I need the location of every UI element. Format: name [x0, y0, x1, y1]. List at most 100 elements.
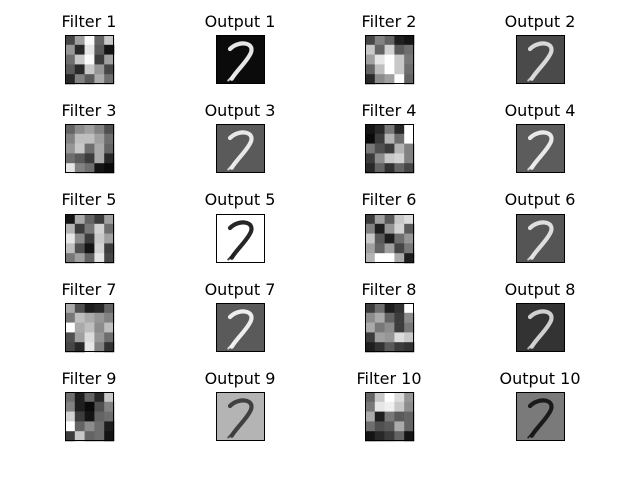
heatmap-cell: [74, 163, 85, 174]
digit-tail: [527, 431, 535, 439]
panel-title: Output 9: [205, 369, 276, 388]
heatmap-cell: [84, 322, 95, 333]
heatmap-cell: [374, 411, 385, 422]
heatmap-cell: [374, 392, 385, 403]
digit-stroke: [227, 220, 254, 260]
heatmap-cell: [74, 342, 85, 353]
digit-tail: [227, 163, 235, 171]
heatmap-cell: [384, 322, 395, 333]
heatmap-cell: [374, 223, 385, 234]
heatmap-cell: [94, 401, 105, 412]
heatmap-cell: [94, 44, 105, 55]
heatmap-cell: [394, 303, 405, 314]
heatmap-cell: [84, 133, 95, 144]
heatmap-cell: [365, 214, 376, 225]
heatmap-cell: [104, 401, 115, 412]
panel-title: Filter 4: [362, 101, 417, 120]
heatmap-cell: [74, 44, 85, 55]
heatmap-cell: [94, 233, 105, 244]
heatmap-cell: [394, 312, 405, 323]
heatmap-cell: [404, 153, 415, 164]
heatmap-cell: [84, 143, 95, 154]
panel-title: Filter 2: [362, 12, 417, 31]
heatmap-cell: [384, 411, 395, 422]
heatmap-cell: [104, 322, 115, 333]
digit-tail: [227, 342, 235, 350]
panel-9: Filter 5: [62, 190, 116, 264]
heatmap-cell: [74, 322, 85, 333]
heatmap-cell: [65, 74, 76, 85]
heatmap-cell: [404, 253, 415, 264]
heatmap-cell: [84, 54, 95, 65]
heatmap-cell: [94, 342, 105, 353]
heatmap-cell: [104, 312, 115, 323]
heatmap-cell: [365, 44, 376, 55]
heatmap-cell: [404, 392, 415, 403]
heatmap-cell: [65, 223, 76, 234]
heatmap-cell: [65, 35, 76, 46]
panel-frame: [216, 214, 265, 263]
panel-3: Filter 2: [362, 12, 417, 85]
heatmap-cell: [374, 303, 385, 314]
heatmap-cell: [404, 143, 415, 154]
heatmap-cell: [404, 411, 415, 422]
heatmap-cell: [104, 303, 115, 314]
heatmap-cell: [394, 431, 405, 442]
panel-title: Output 5: [205, 190, 276, 209]
heatmap-cell: [404, 243, 415, 254]
panel-title: Output 2: [505, 12, 576, 31]
heatmap-cell: [404, 303, 415, 314]
heatmap-cell: [65, 303, 76, 314]
heatmap-cell: [65, 312, 76, 323]
heatmap-cell: [104, 163, 115, 174]
heatmap-cell: [94, 421, 105, 432]
heatmap-cell: [404, 223, 415, 234]
heatmap-cell: [404, 401, 415, 412]
panel-title: Filter 1: [62, 12, 117, 31]
heatmap-cell: [74, 74, 85, 85]
heatmap-cell: [74, 303, 85, 314]
heatmap-cell: [404, 421, 415, 432]
heatmap-cell: [94, 322, 105, 333]
heatmap-cell: [394, 421, 405, 432]
heatmap-cell: [104, 332, 115, 343]
heatmap-cell: [94, 411, 105, 422]
heatmap-cell: [394, 153, 405, 164]
heatmap-cell: [65, 332, 76, 343]
heatmap-cell: [384, 312, 395, 323]
heatmap-cell: [365, 74, 376, 85]
heatmap-cell: [104, 133, 115, 144]
heatmap-cell: [365, 35, 376, 46]
heatmap-cell: [104, 392, 115, 403]
heatmap-cell: [394, 342, 405, 353]
heatmap-cell: [404, 163, 415, 174]
heatmap-cell: [384, 392, 395, 403]
heatmap-cell: [365, 342, 376, 353]
digit-tail: [527, 253, 535, 261]
heatmap-cell: [84, 392, 95, 403]
panel-18: Output 9: [205, 369, 276, 441]
panel-frame: [365, 124, 414, 173]
heatmap-cell: [84, 312, 95, 323]
heatmap-cell: [84, 303, 95, 314]
heatmap-cell: [104, 223, 115, 234]
heatmap-cell: [404, 214, 415, 225]
heatmap-cell: [65, 253, 76, 264]
digit-stroke: [227, 130, 254, 170]
heatmap-cell: [74, 143, 85, 154]
heatmap-cell: [84, 243, 95, 254]
heatmap-cell: [84, 153, 95, 164]
heatmap-cell: [84, 421, 95, 432]
panel-frame: [65, 392, 114, 441]
heatmap-cell: [404, 35, 415, 46]
heatmap-cell: [84, 431, 95, 442]
heatmap-cell: [374, 401, 385, 412]
heatmap-cell: [404, 312, 415, 323]
panel-frame: [516, 392, 565, 441]
heatmap-cell: [365, 431, 376, 442]
heatmap-cell: [104, 253, 115, 264]
heatmap-cell: [365, 233, 376, 244]
heatmap-cell: [384, 233, 395, 244]
panel-8: Output 4: [505, 101, 575, 173]
